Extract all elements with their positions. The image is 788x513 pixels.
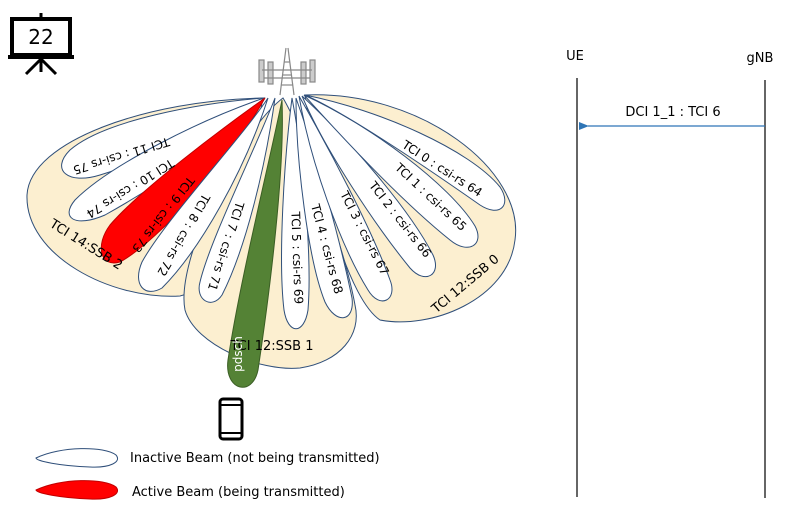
legend-inactive-swatch	[35, 448, 118, 468]
csi-beam-tci7	[198, 97, 276, 303]
csi-beam-tci0	[304, 94, 506, 211]
dci-message-label: DCI 1_1 : TCI 6	[625, 105, 720, 120]
csi-beam-tci2	[301, 95, 436, 278]
csi-beam-tci3	[298, 95, 393, 302]
csi-label-tci5: TCI 5 : csi-rs 69	[288, 210, 305, 304]
legend-active-swatch	[35, 480, 118, 500]
pdsch-beam	[227, 99, 283, 388]
projector-screen-icon: 22	[8, 13, 74, 76]
csi-beam-tci8	[138, 97, 269, 292]
csi-beam-tci1	[303, 94, 479, 248]
slide-number: 22	[28, 25, 53, 49]
pdsch-label: pdsch	[231, 336, 245, 372]
cell-tower-icon	[258, 47, 316, 96]
legend-active-label: Active Beam (being transmitted)	[132, 485, 345, 500]
gnb-label: gNB	[747, 51, 774, 66]
sequence-diagram: UE gNB DCI 1_1 : TCI 6	[566, 49, 773, 498]
ssb-center-label: TCI 12:SSB 1	[230, 339, 314, 354]
legend: Inactive Beam (not being transmitted) Ac…	[35, 448, 380, 500]
csi-beams	[61, 94, 506, 330]
ue-label: UE	[566, 49, 584, 64]
legend-inactive-label: Inactive Beam (not being transmitted)	[130, 451, 380, 466]
smartphone-icon	[218, 397, 244, 441]
